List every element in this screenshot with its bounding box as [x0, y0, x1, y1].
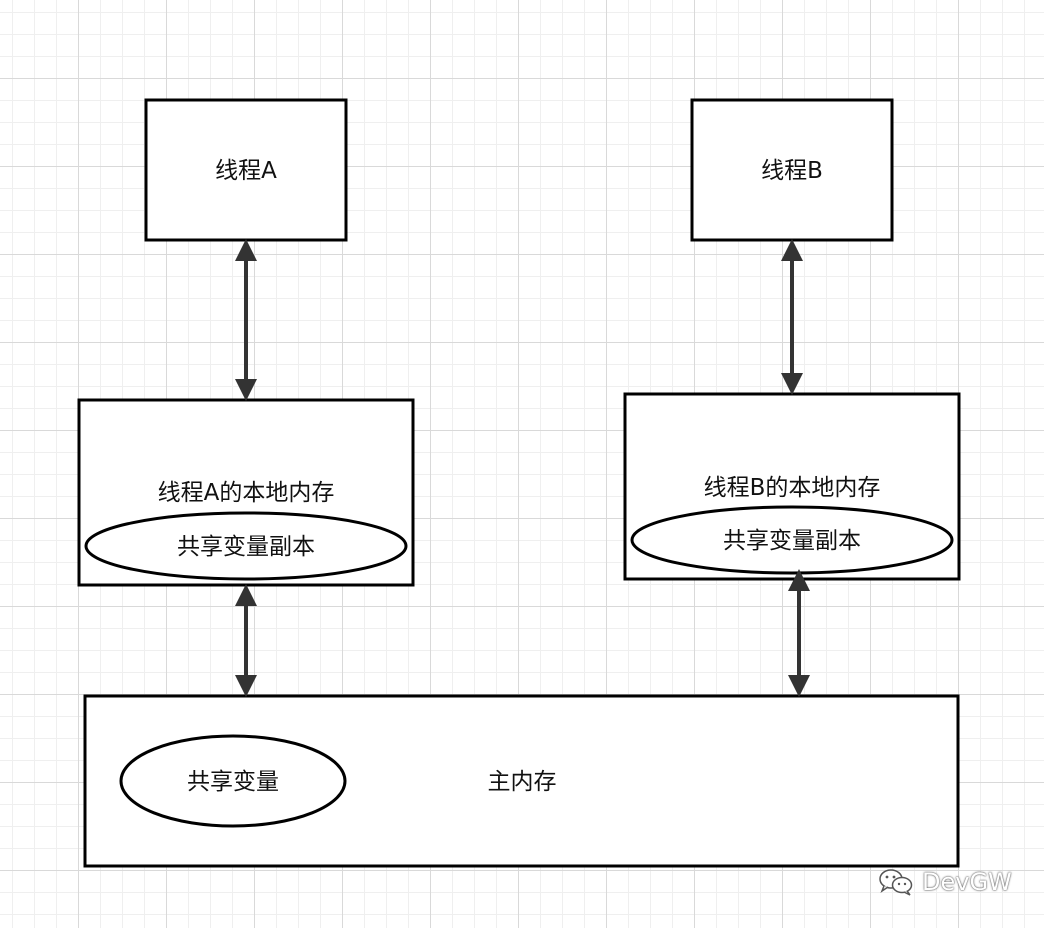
shared-variable-ellipse — [119, 734, 347, 828]
shared-variable-label: 共享变量 — [187, 769, 279, 795]
thread-b-node: 线程B — [690, 98, 894, 242]
thread-a-label: 线程A — [215, 158, 277, 184]
local-memory-b-label: 线程B的本地内存 — [704, 475, 881, 501]
shared-copy-a-label: 共享变量副本 — [177, 534, 315, 560]
main-memory-label: 主内存 — [488, 769, 557, 795]
shared-copy-b-label: 共享变量副本 — [723, 528, 861, 554]
wechat-icon — [879, 869, 913, 896]
local-memory-a-label: 线程A的本地内存 — [158, 480, 335, 506]
thread-b-label: 线程B — [761, 158, 823, 184]
thread-a-node: 线程A — [144, 98, 348, 242]
shared-copy-a-ellipse — [84, 511, 408, 581]
watermark: DevGW — [878, 868, 1012, 896]
main-memory-node: 共享变量 主内存 — [83, 694, 960, 868]
local-memory-a-node: 线程A的本地内存 共享变量副本 — [77, 398, 415, 587]
local-memory-b-node: 线程B的本地内存 共享变量副本 — [623, 392, 961, 581]
watermark-text: DevGW — [922, 868, 1012, 896]
